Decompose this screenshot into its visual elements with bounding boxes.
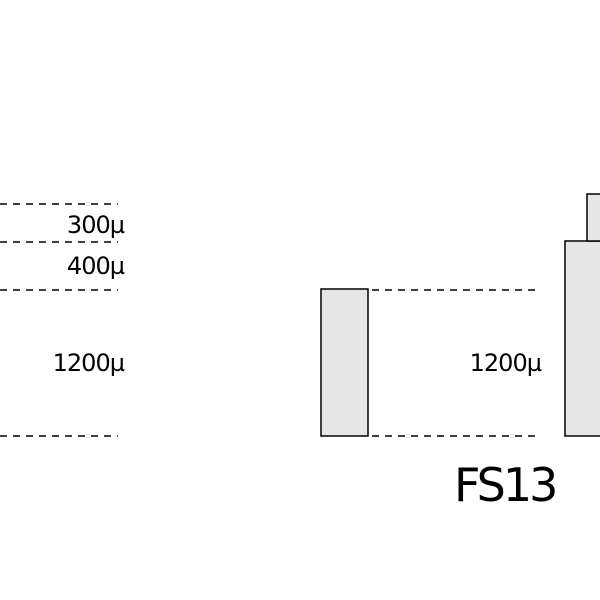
dim-label-1200-left: 1200µ — [53, 349, 125, 377]
dim-label-300: 300µ — [67, 211, 125, 239]
stacked-layer-bottom — [564, 240, 600, 437]
stacked-layer-top — [586, 193, 600, 242]
single-layer-block — [320, 288, 369, 437]
figure-label: FS13 — [454, 458, 555, 512]
dim-label-400: 400µ — [67, 252, 125, 280]
dim-label-1200-right: 1200µ — [470, 349, 542, 377]
